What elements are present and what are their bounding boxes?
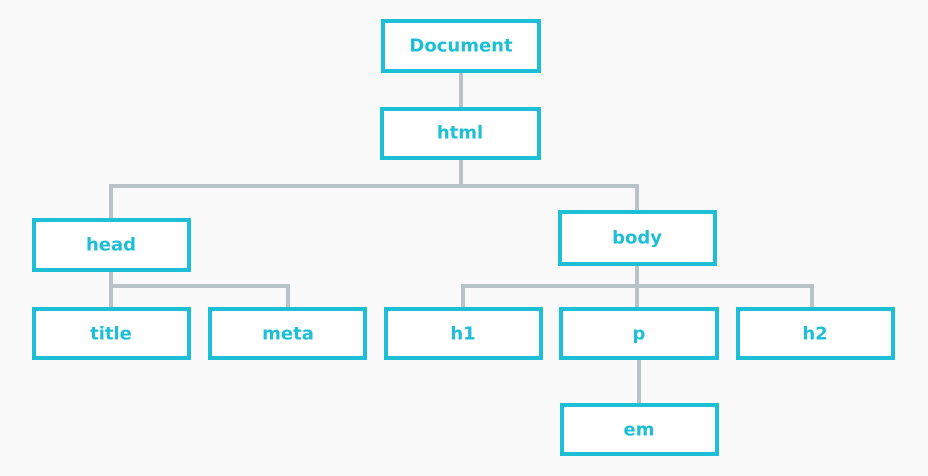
node-document: Document: [381, 19, 541, 73]
node-meta: meta: [208, 307, 367, 360]
node-html: html: [380, 107, 541, 160]
node-head: head: [32, 218, 191, 272]
node-p-box: [559, 307, 719, 360]
node-body-box: [558, 210, 717, 266]
node-p-label: p: [633, 324, 646, 345]
node-html-label: html: [437, 123, 483, 144]
node-meta-label: meta: [262, 324, 314, 345]
node-title-box: [32, 307, 191, 360]
node-html-box: [380, 107, 541, 160]
node-title: title: [32, 307, 191, 360]
node-title-label: title: [90, 324, 132, 345]
node-h1-box: [384, 307, 543, 360]
node-em: em: [560, 403, 719, 456]
node-body-label: body: [612, 228, 662, 249]
tree-connectors: [109, 69, 814, 407]
node-em-box: [560, 403, 719, 456]
node-head-label: head: [86, 235, 136, 256]
node-head-box: [32, 218, 191, 272]
node-p: p: [559, 307, 719, 360]
node-h2: h2: [736, 307, 895, 360]
node-document-label: Document: [409, 36, 513, 57]
node-meta-box: [208, 307, 367, 360]
node-em-label: em: [624, 420, 655, 441]
node-h2-box: [736, 307, 895, 360]
node-h1: h1: [384, 307, 543, 360]
node-h2-label: h2: [802, 324, 827, 345]
node-body: body: [558, 210, 717, 266]
node-document-box: [381, 19, 541, 73]
node-h1-label: h1: [450, 324, 475, 345]
